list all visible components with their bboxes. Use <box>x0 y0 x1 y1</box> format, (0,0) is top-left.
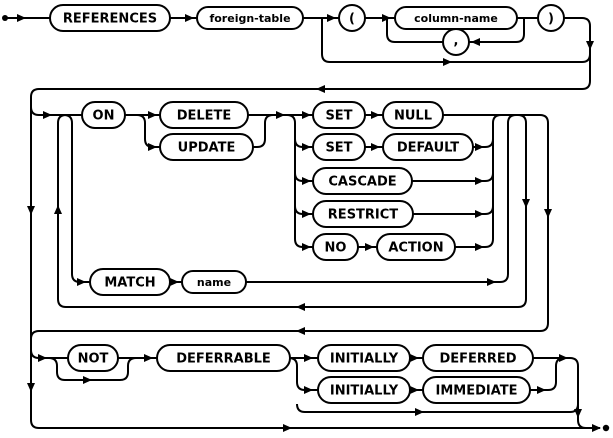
end-terminal-dot <box>602 424 610 432</box>
svg-text:RESTRICT: RESTRICT <box>328 208 399 223</box>
node-nonterminal-name: name <box>181 270 247 294</box>
node-punct-open-paren: ( <box>338 4 366 32</box>
node-keyword-cascade: CASCADE <box>312 167 413 195</box>
svg-text:foreign-table: foreign-table <box>209 12 290 25</box>
svg-text:INITIALLY: INITIALLY <box>330 352 399 367</box>
node-keyword-references: REFERENCES <box>49 4 171 32</box>
svg-text:REFERENCES: REFERENCES <box>63 12 157 27</box>
svg-text:column-name: column-name <box>414 12 498 25</box>
node-keyword-match: MATCH <box>89 268 171 296</box>
svg-text:IMMEDIATE: IMMEDIATE <box>435 384 517 399</box>
node-nonterminal-foreign-table: foreign-table <box>196 6 304 30</box>
svg-text:MATCH: MATCH <box>104 276 155 291</box>
svg-text:SET: SET <box>325 141 352 156</box>
svg-text:DELETE: DELETE <box>177 109 232 124</box>
node-keyword-null: NULL <box>382 101 444 129</box>
node-keyword-no: NO <box>312 233 359 261</box>
arrowheads <box>17 14 601 432</box>
svg-text:SET: SET <box>325 109 352 124</box>
start-terminal-dot <box>2 15 8 21</box>
svg-text:DEFERRABLE: DEFERRABLE <box>176 352 271 367</box>
svg-text:,: , <box>454 34 459 49</box>
node-keyword-restrict: RESTRICT <box>312 200 414 228</box>
node-keyword-initially-1: INITIALLY <box>317 344 411 372</box>
node-punct-comma: , <box>442 28 470 56</box>
svg-text:NO: NO <box>325 241 347 256</box>
node-keyword-action: ACTION <box>376 233 456 261</box>
svg-text:INITIALLY: INITIALLY <box>330 384 399 399</box>
node-keyword-update: UPDATE <box>159 133 254 161</box>
node-keyword-not: NOT <box>67 344 119 372</box>
node-punct-close-paren: ) <box>537 4 565 32</box>
svg-text:UPDATE: UPDATE <box>178 141 236 156</box>
svg-text:name: name <box>197 276 231 289</box>
node-keyword-immediate: IMMEDIATE <box>422 376 531 404</box>
node-keyword-default: DEFAULT <box>382 133 474 161</box>
node-keyword-deferrable: DEFERRABLE <box>156 344 291 372</box>
node-keyword-delete: DELETE <box>159 101 249 129</box>
node-keyword-deferred: DEFERRED <box>422 344 534 372</box>
node-keyword-on: ON <box>81 101 126 129</box>
svg-text:(: ( <box>349 12 355 27</box>
node-keyword-set-1: SET <box>312 101 366 129</box>
node-nonterminal-column-name: column-name <box>394 6 518 30</box>
svg-text:NULL: NULL <box>394 109 432 124</box>
svg-text:ON: ON <box>93 109 115 124</box>
svg-text:): ) <box>548 12 554 27</box>
svg-text:CASCADE: CASCADE <box>328 175 396 190</box>
svg-text:DEFERRED: DEFERRED <box>439 352 516 367</box>
node-keyword-set-2: SET <box>312 133 366 161</box>
node-keyword-initially-2: INITIALLY <box>317 376 411 404</box>
svg-text:NOT: NOT <box>78 352 109 367</box>
svg-text:DEFAULT: DEFAULT <box>397 141 459 156</box>
svg-text:ACTION: ACTION <box>388 241 443 256</box>
